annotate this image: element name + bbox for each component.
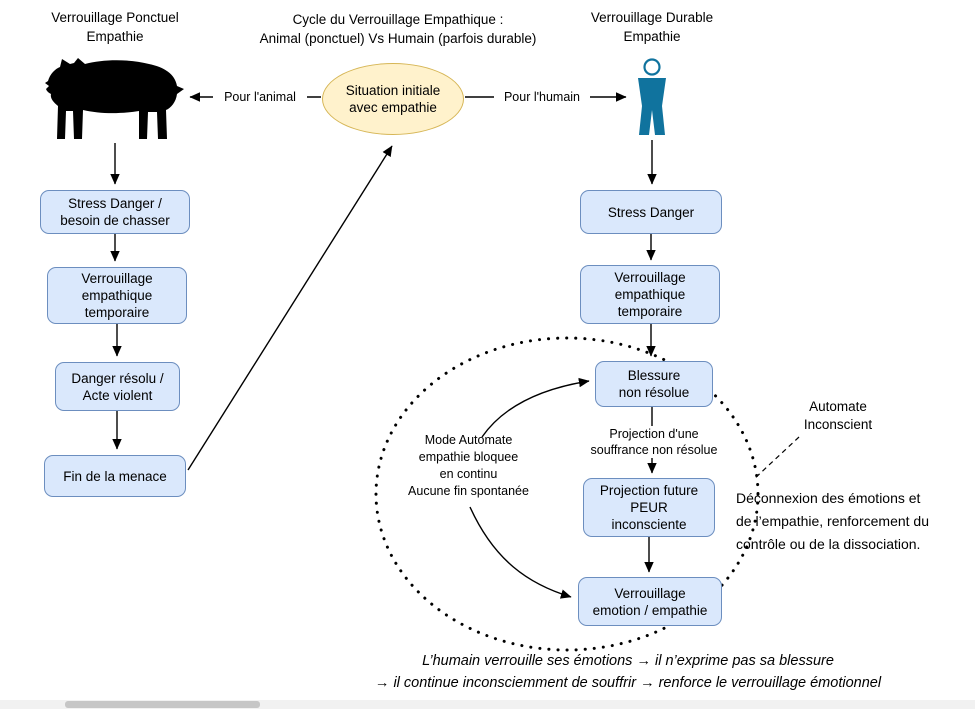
bear-icon (45, 58, 184, 139)
right-column-header: Verrouillage Durable Empathie (590, 10, 714, 44)
node-verrouillage-temporaire-animal: Verrouillage empathique temporaire (47, 267, 187, 324)
node-danger-resolu: Danger résolu / Acte violent (55, 362, 180, 411)
scrollbar-thumb[interactable] (65, 701, 260, 708)
edge-label-pour-animal: Pour l'animal (213, 89, 307, 105)
node-blessure-non-resolue: Blessure non résolue (595, 361, 713, 407)
node-projection-future-peur: Projection future PEUR inconsciente (583, 478, 715, 537)
label-deconnexion-description: Déconnexion des émotions et de l’empathi… (736, 490, 929, 552)
human-icon (638, 58, 666, 135)
node-fin-de-la-menace: Fin de la menace (44, 455, 186, 497)
edge-label-projection-souffrance: Projection d'une souffrance non résolue (583, 426, 725, 458)
node-verrouillage-temporaire-human: Verrouillage empathique temporaire (580, 265, 720, 324)
arrow-mode-automate-to-verrouillage-emotion (469, 506, 572, 599)
node-situation-initiale: Situation initiale avec empathie (322, 63, 464, 135)
horizontal-scrollbar[interactable] (0, 700, 975, 709)
edge-label-pour-humain: Pour l'humain (494, 89, 590, 105)
arrow-mode-automate-to-blessure (481, 377, 590, 438)
node-stress-danger-human: Stress Danger (580, 190, 722, 234)
label-mode-automate: Mode Automate empathie bloquee en contin… (408, 433, 529, 498)
left-column-header: Verrouillage Ponctuel Empathie (51, 10, 179, 44)
arrow-fin-menace-back-to-start (187, 145, 393, 471)
node-verrouillage-emotion-empathie: Verrouillage emotion / empathie (578, 577, 722, 626)
label-automate-inconscient: Automate Inconscient (803, 399, 873, 432)
dashed-callout-line (752, 436, 800, 481)
footer-conclusion-text: L’humain verrouille ses émotions → il n’… (374, 653, 882, 691)
node-stress-danger-animal: Stress Danger / besoin de chasser (40, 190, 190, 234)
diagram-title: Cycle du Verrouillage Empathique : Anima… (259, 12, 537, 46)
